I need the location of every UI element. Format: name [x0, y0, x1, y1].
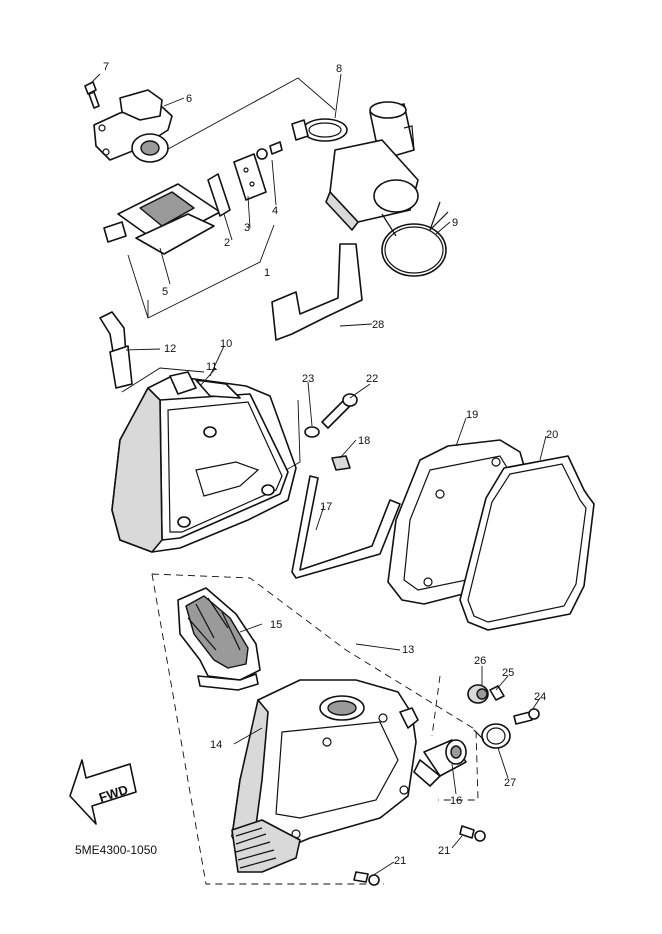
- callout-18: 18: [358, 435, 370, 447]
- callout-20: 20: [546, 429, 558, 441]
- callout-lines-upper: [89, 73, 451, 327]
- callout-7: 7: [103, 61, 109, 73]
- callout-16: 16: [450, 795, 462, 807]
- reed-stopper-2: [207, 173, 231, 217]
- gasket-20: [459, 455, 595, 631]
- callout-12: 12: [164, 343, 176, 355]
- screw-21-bottom: [353, 871, 380, 886]
- callout-4: 4: [272, 205, 278, 217]
- callout-9: 9: [452, 217, 458, 229]
- joint-elbow-12: [99, 311, 133, 389]
- reed-plate-3: [233, 153, 267, 201]
- spring-clip-9: [381, 201, 449, 277]
- air-inlet-cover-14: [231, 679, 419, 873]
- intake-manifold-6: [93, 89, 173, 163]
- callout-13: 13: [402, 644, 414, 656]
- diagram-code: 5ME4300-1050: [75, 843, 157, 857]
- clamp-27: [473, 723, 511, 749]
- callout-lines-middle: [125, 345, 547, 531]
- callout-24: 24: [534, 691, 546, 703]
- callout-26: 26: [474, 655, 486, 667]
- grommet-23: [304, 426, 320, 438]
- callout-15: 15: [270, 619, 282, 631]
- bolt-7: [84, 81, 100, 109]
- callout-19: 19: [466, 409, 478, 421]
- callout-1: 1: [264, 267, 270, 279]
- callout-5: 5: [162, 286, 168, 298]
- callout-23: 23: [302, 373, 314, 385]
- fwd-arrow-icon: FWD: [69, 759, 137, 825]
- plate-28: [271, 243, 363, 341]
- callout-25: 25: [502, 667, 514, 679]
- joint-16: [413, 739, 467, 787]
- screw-24: [513, 708, 540, 725]
- seal-17: [291, 475, 401, 579]
- nut-25: [489, 685, 505, 701]
- collar-26: [467, 684, 489, 704]
- callout-lines-lower: [233, 623, 541, 877]
- reed-valve-5: [103, 183, 221, 255]
- callout-8: 8: [336, 63, 342, 75]
- carburetor: [325, 101, 419, 231]
- callout-21-right: 21: [438, 845, 450, 857]
- middle-bracket-lines: [121, 367, 301, 471]
- callout-14: 14: [210, 739, 222, 751]
- callout-6: 6: [186, 93, 192, 105]
- callout-22: 22: [366, 373, 378, 385]
- bolt-22: [321, 393, 358, 429]
- callout-11: 11: [206, 361, 217, 373]
- clamp-8: [291, 118, 348, 142]
- intake-duct-15: [177, 587, 261, 691]
- grommet-18: [331, 455, 351, 471]
- callout-21-bottom: 21: [394, 855, 406, 867]
- callout-10: 10: [220, 338, 232, 350]
- air-filter-case-10: [111, 371, 297, 553]
- callout-numbers: 1 2 3 4 5 6 7 8 9 10 11 12 13 14 15 16 1…: [103, 61, 558, 867]
- screw-4: [256, 141, 283, 160]
- upper-bracket-lines: [127, 77, 336, 319]
- screw-21-right: [459, 825, 486, 842]
- callout-28: 28: [372, 319, 384, 331]
- callout-2: 2: [224, 237, 230, 249]
- callout-17: 17: [320, 501, 332, 513]
- lower-bracket-lines: [151, 573, 479, 885]
- callout-27: 27: [504, 777, 516, 789]
- callout-3: 3: [244, 222, 250, 234]
